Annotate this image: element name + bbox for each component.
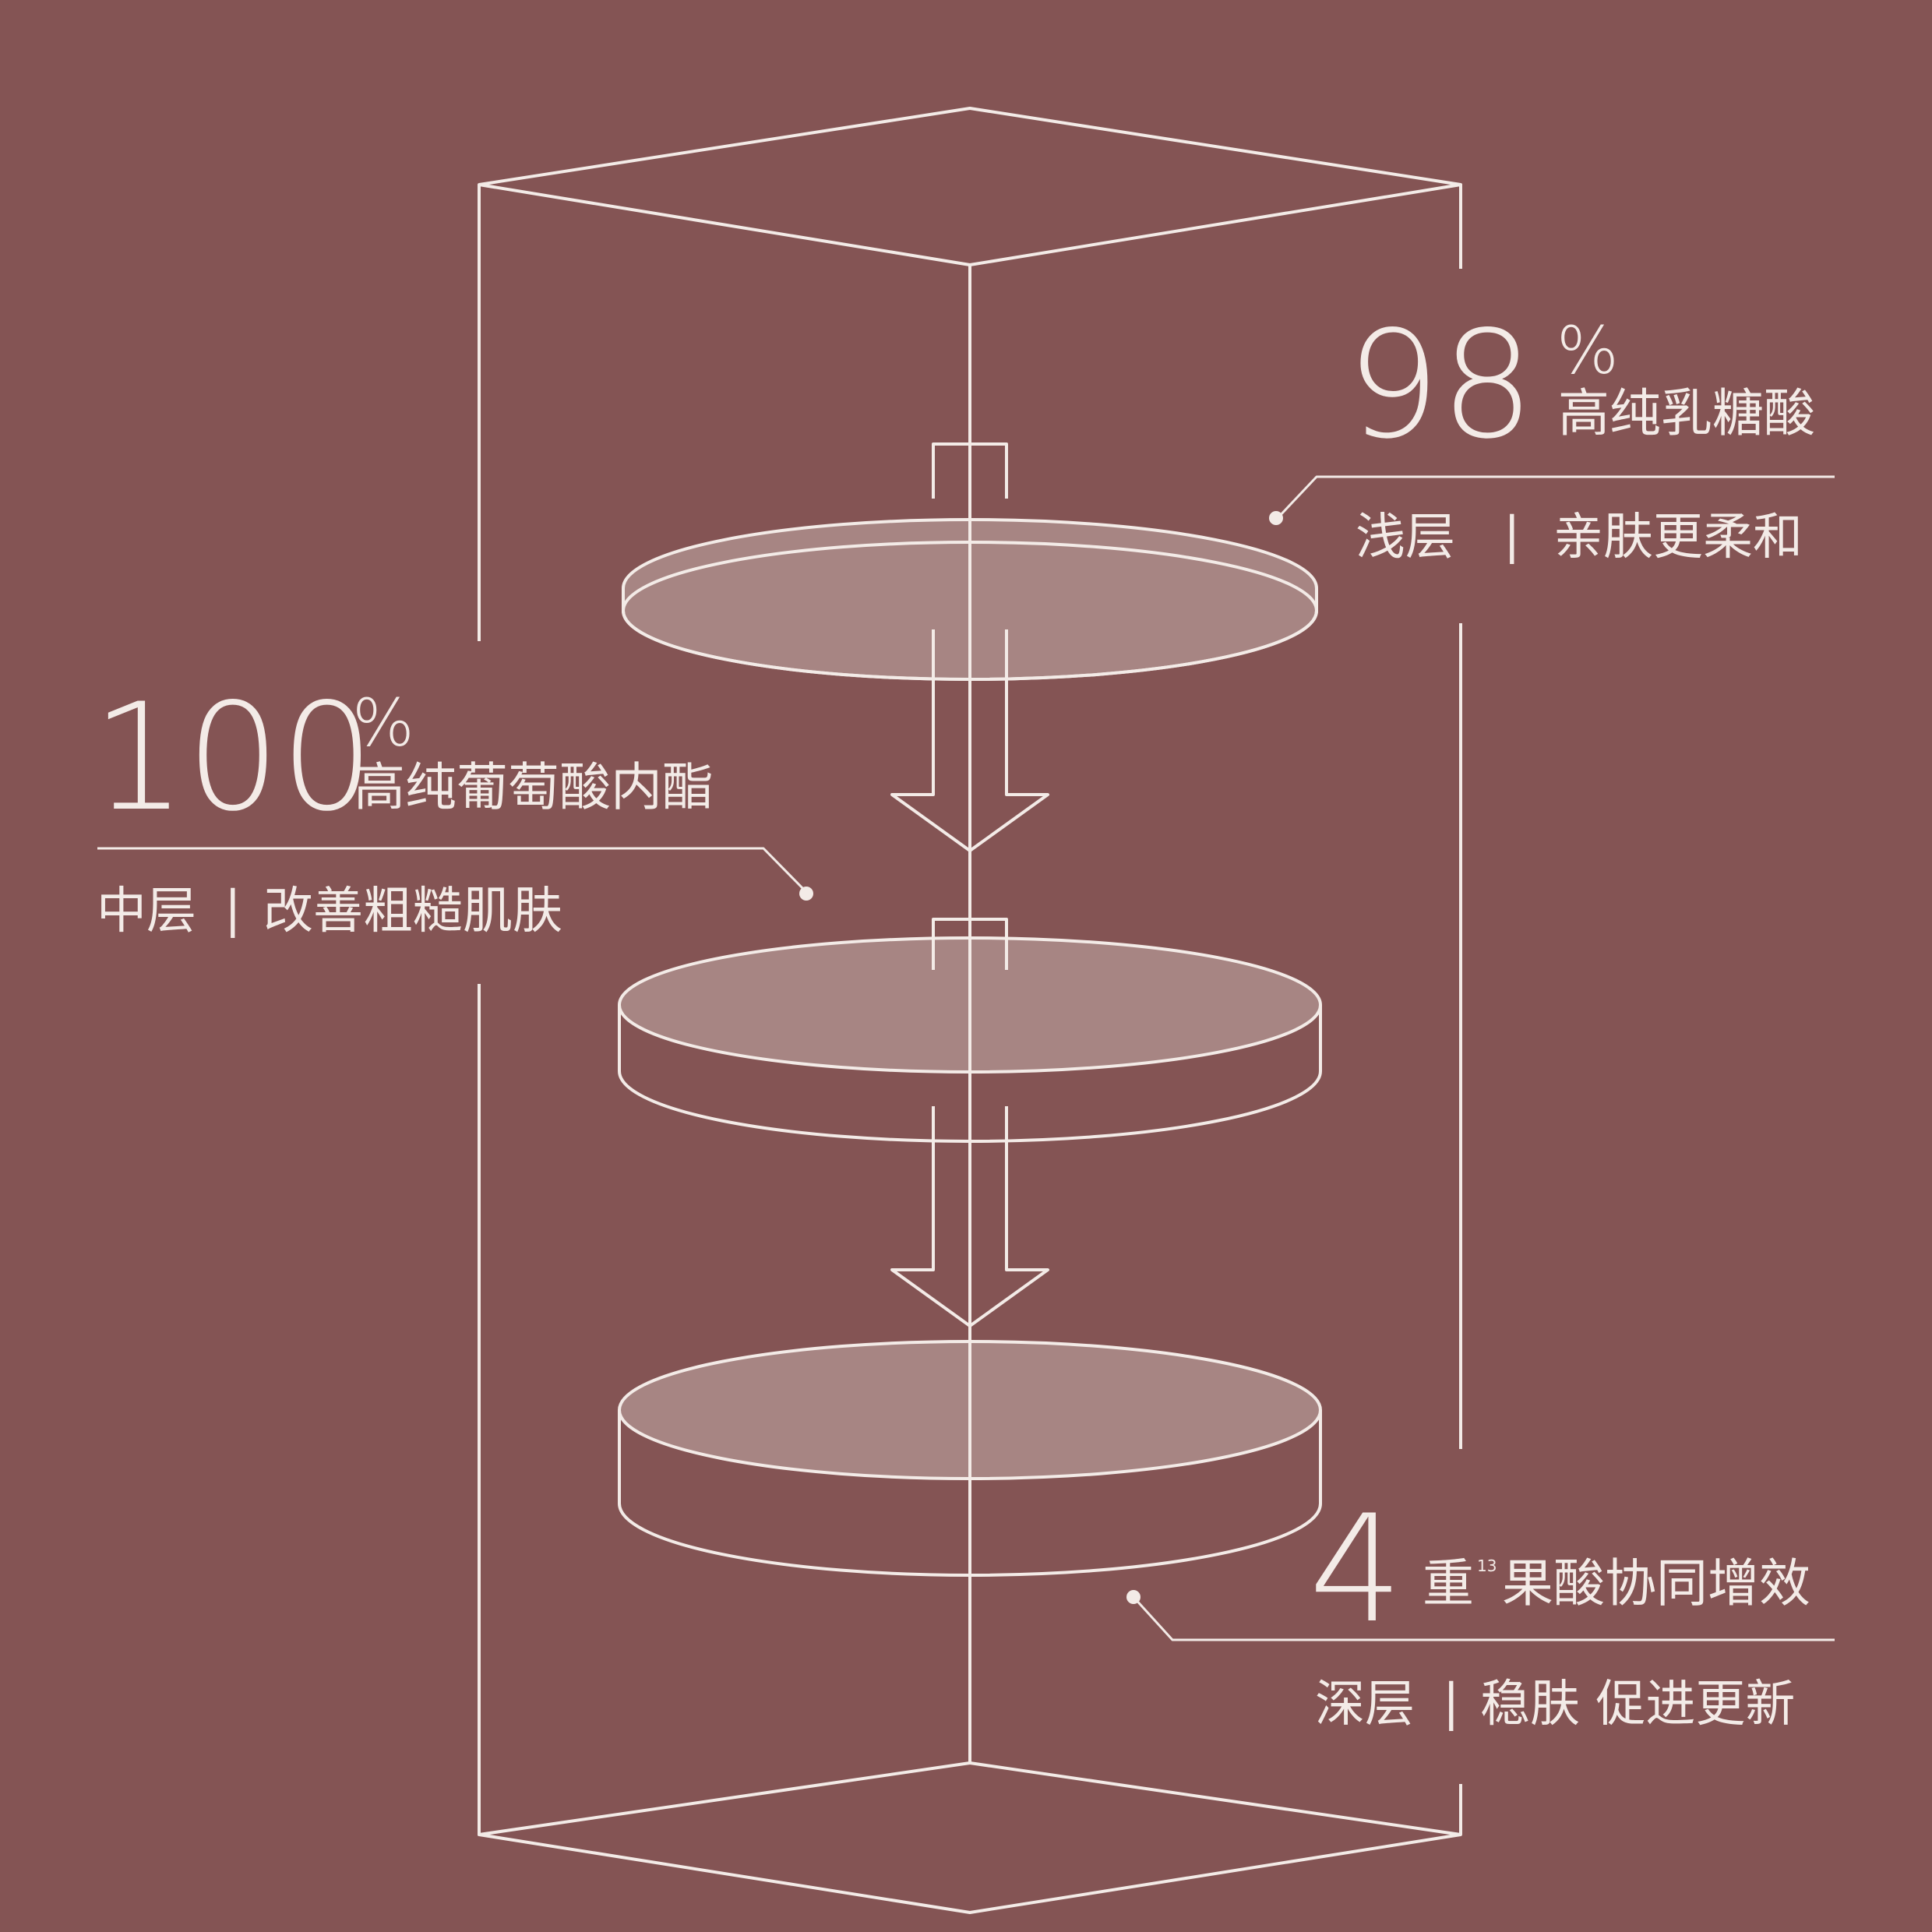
leader-dot-middle [799, 887, 813, 901]
top-layer-name: 高纯乳糖酸 [1558, 383, 1815, 443]
top-layer-number: 98 [1346, 299, 1535, 471]
middle-layer-unit: % [352, 685, 414, 761]
bottom-layer-separator: | [1443, 1674, 1460, 1732]
top-layer-depth: 浅层 [1356, 509, 1455, 566]
prism-bottom-face [478, 1761, 1462, 1914]
leader-line-top [1276, 475, 1835, 520]
top-layer-separator: | [1504, 507, 1521, 565]
bottom-layer-name-prefix: 重 [1423, 1553, 1474, 1613]
leader-line-middle [97, 847, 808, 894]
arrow-down-2 [890, 1106, 1049, 1327]
bottom-layer-number: 4 [1309, 1483, 1403, 1655]
prism-top-face [478, 107, 1462, 266]
arrow-stem-top [932, 442, 1008, 499]
arrow-stem-middle [932, 918, 1008, 970]
arrow-down-1 [890, 629, 1049, 852]
middle-layer-depth: 中层 [97, 883, 196, 940]
bottom-layer-benefit: 稳肤 促进更新 [1480, 1676, 1796, 1733]
leader-dot-bottom [1126, 1590, 1141, 1604]
leader-line-bottom [1132, 1595, 1835, 1641]
bottom-layer-name: 果酸协同增效 [1502, 1553, 1810, 1613]
bottom-layer-depth: 深层 [1315, 1676, 1415, 1733]
top-layer-unit: % [1557, 312, 1619, 389]
middle-layer-separator: | [224, 881, 242, 939]
bottom-layer-footnote: 13 [1477, 1557, 1497, 1575]
middle-layer-number: 100 [92, 672, 375, 844]
middle-layer-benefit: 改善粗糙肌肤 [263, 883, 562, 940]
middle-layer-name: 高纯葡萄酸内酯 [354, 757, 714, 817]
top-layer-benefit: 亲肤更柔和 [1553, 509, 1803, 566]
leader-dot-top [1269, 511, 1283, 525]
